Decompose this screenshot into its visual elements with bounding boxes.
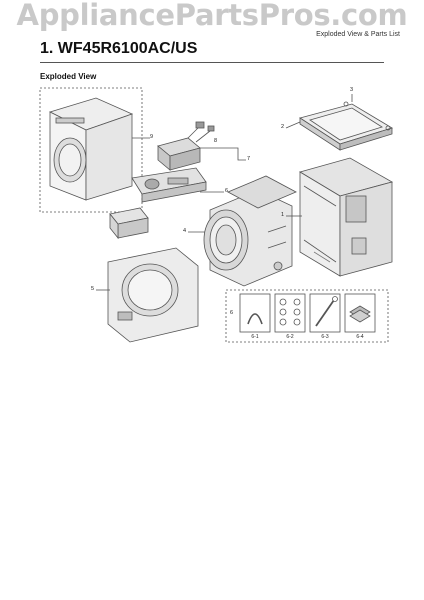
kit-label-6-4: 6-4 xyxy=(356,334,364,340)
callout-7: 7 xyxy=(247,156,251,162)
part-4-tub-assembly xyxy=(203,175,297,287)
callout-2: 2 xyxy=(281,124,285,130)
part-2-top-plate xyxy=(299,101,393,151)
leader-7 xyxy=(200,147,246,161)
callout-1: 1 xyxy=(281,212,285,218)
section-title: Exploded View xyxy=(40,72,97,81)
callout-3: 3 xyxy=(350,87,354,93)
part-6-control-panel xyxy=(131,167,207,203)
kit-label-6-2: 6-2 xyxy=(286,334,294,340)
header-note: Exploded View & Parts List xyxy=(316,31,400,38)
part-1-cabinet xyxy=(298,157,394,277)
page-title: 1. WF45R6100AC/US xyxy=(40,40,198,57)
watermark-text: AppliancePartsPros.com xyxy=(16,0,408,32)
kit-label-6-1: 6-1 xyxy=(251,334,259,340)
callout-5: 5 xyxy=(91,286,95,292)
part-6-accessory-kit xyxy=(225,289,389,343)
part-9-washer-reference xyxy=(39,87,143,213)
kit-label-6-3: 6-3 xyxy=(321,334,329,340)
title-divider xyxy=(40,62,384,63)
callout-6-kit: 6 xyxy=(230,310,234,316)
callout-6-panel: 6 xyxy=(225,188,229,194)
part-5-front-panel xyxy=(107,247,199,343)
callout-4: 4 xyxy=(183,228,187,234)
leader-2 xyxy=(285,121,301,129)
callout-8: 8 xyxy=(214,138,218,144)
detergent-drawer xyxy=(109,207,149,240)
part-8-control-pcb xyxy=(157,121,215,171)
callout-9: 9 xyxy=(150,134,154,140)
